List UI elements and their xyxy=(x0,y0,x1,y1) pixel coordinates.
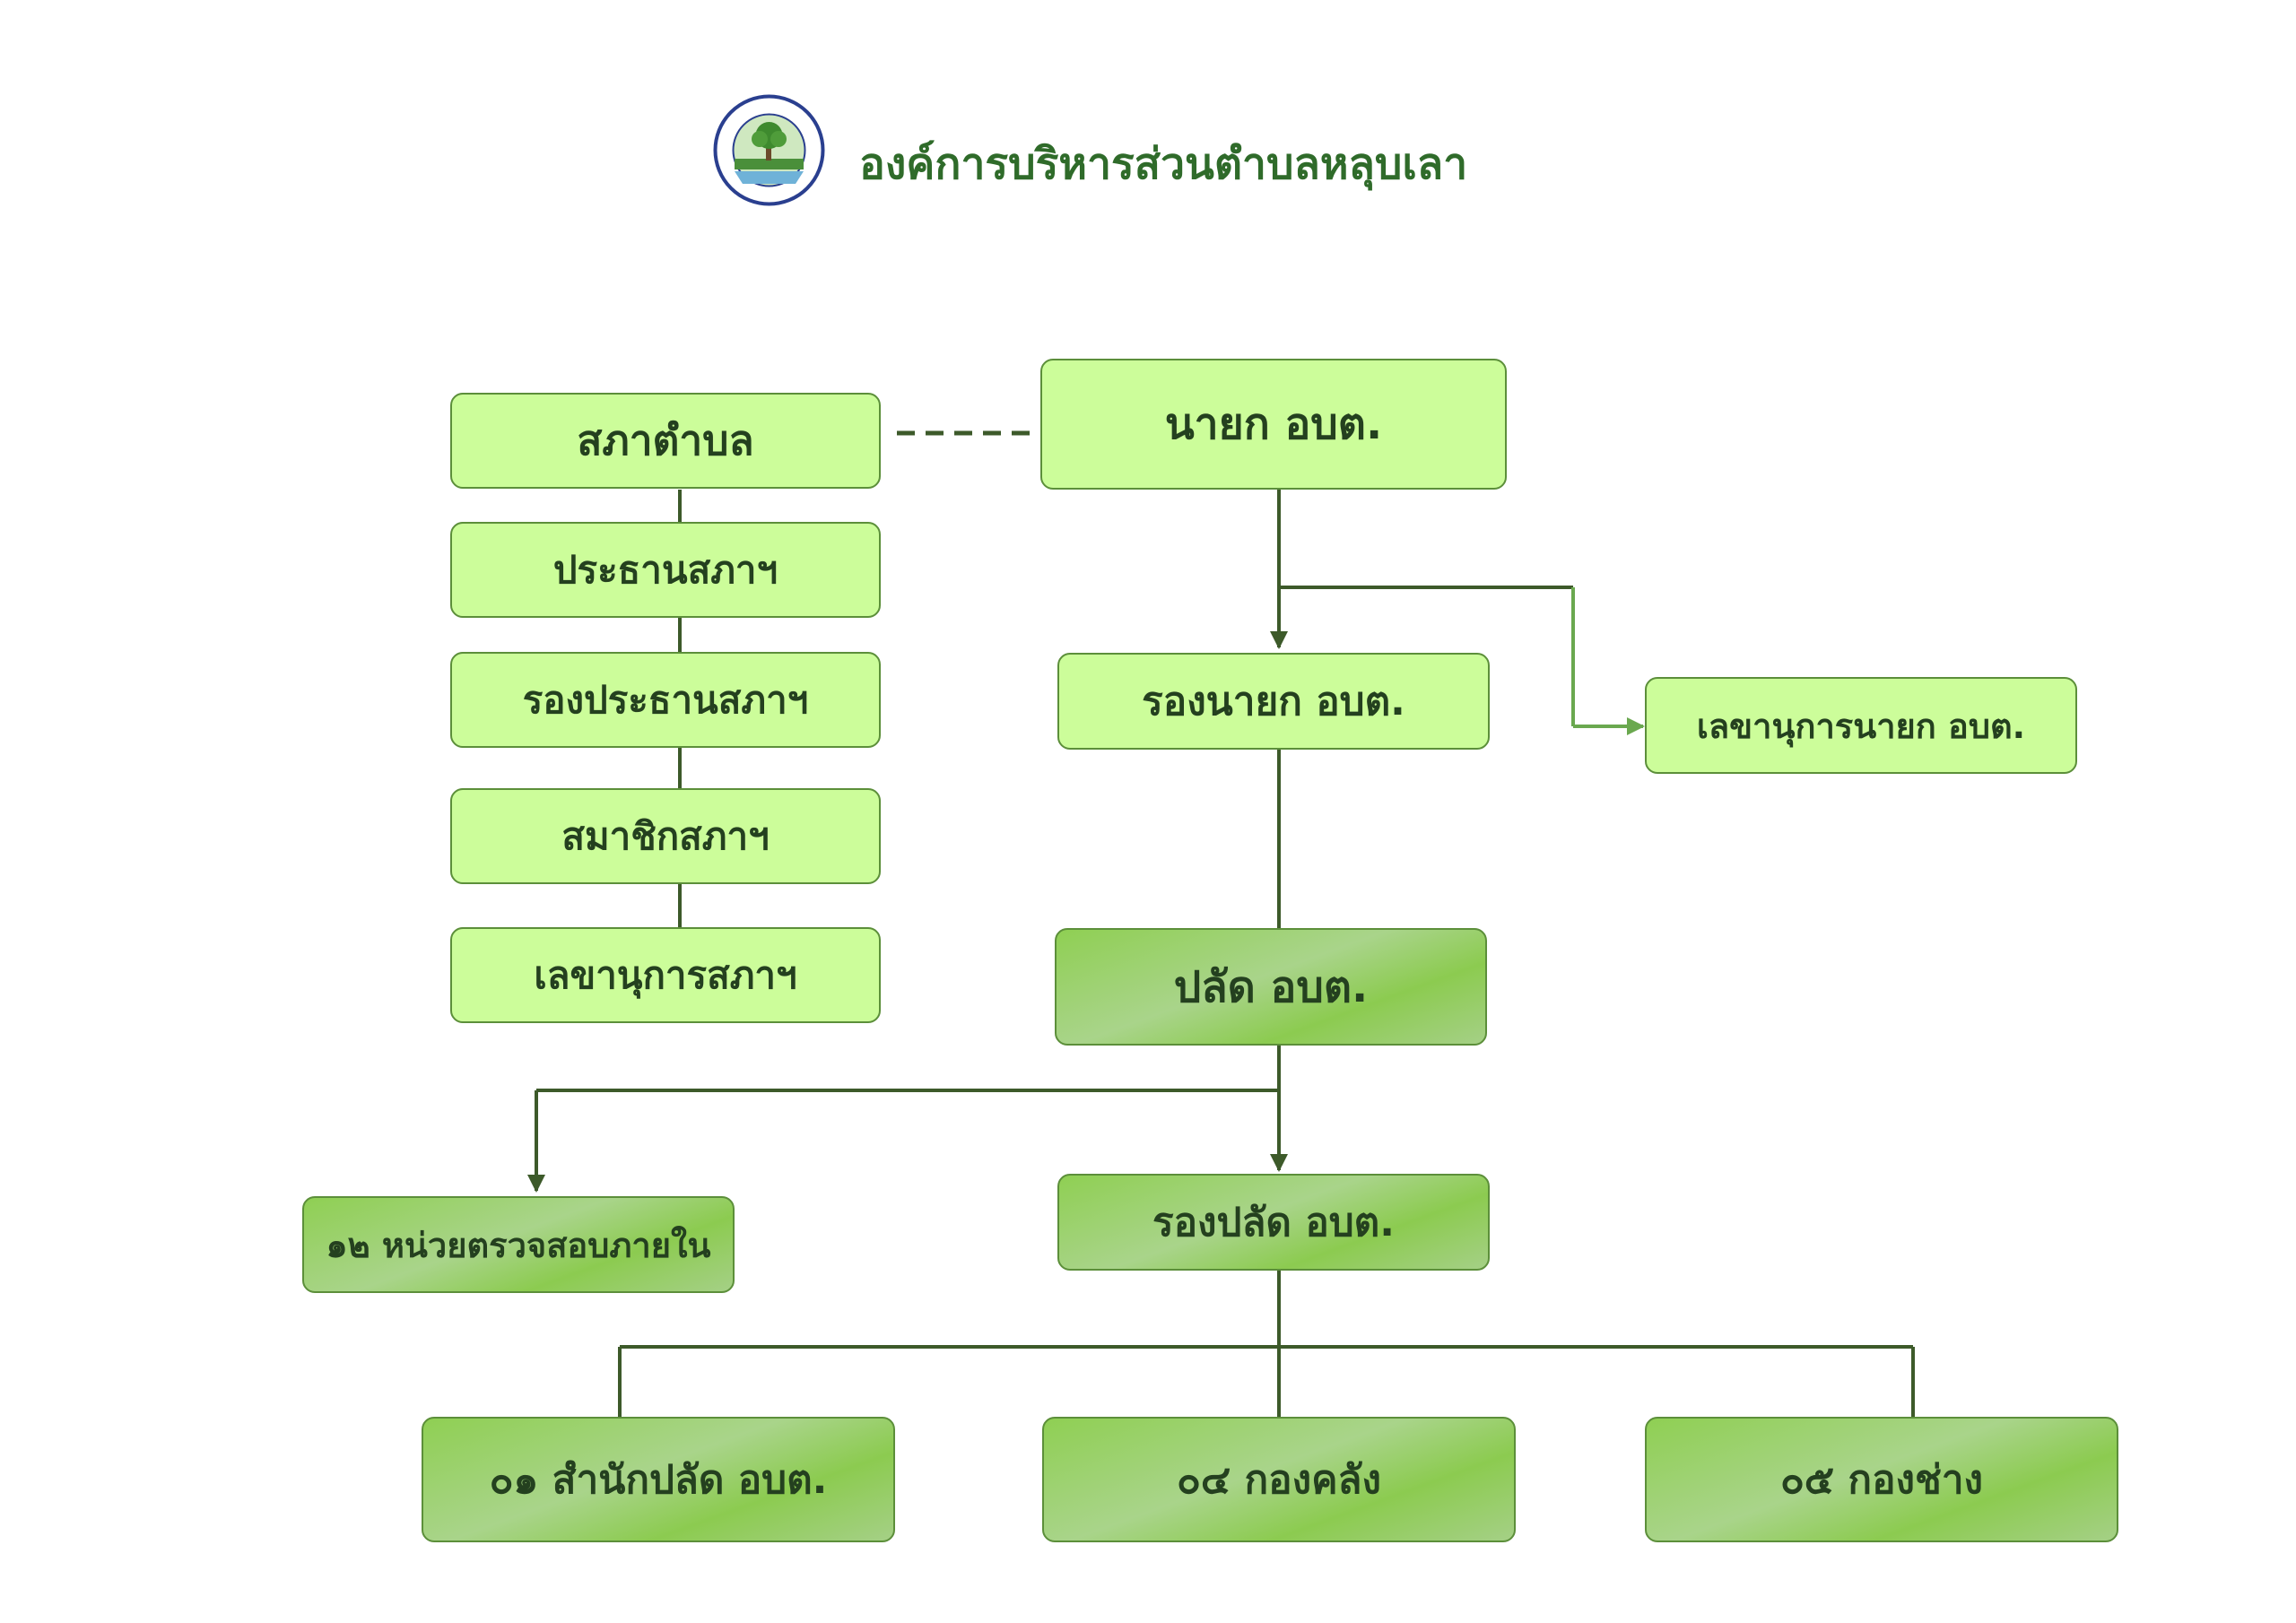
council-secretary-box: เลขานุการสภาฯ xyxy=(450,927,881,1023)
council-members-box: สมาชิกสภาฯ xyxy=(450,788,881,884)
mayor-box: นายก อบต. xyxy=(1040,359,1507,490)
council-vice-chair-box: รองประธานสภาฯ xyxy=(450,652,881,748)
division-box: ๐๔ กองคลัง xyxy=(1042,1417,1516,1542)
mayor-secretary-box: เลขานุการนายก อบต. xyxy=(1645,677,2077,774)
deputy-mayor-box: รองนายก อบต. xyxy=(1057,653,1490,750)
deputy-permanent-secretary-box: รองปลัด อบต. xyxy=(1057,1174,1490,1271)
permanent-secretary-box: ปลัด อบต. xyxy=(1055,928,1487,1046)
internal-audit-box: ๑๒ หน่วยตรวจสอบภายใน xyxy=(302,1196,735,1293)
organization-title: องค์การบริหารส่วนตำบลหลุบเลา xyxy=(859,139,1468,189)
division-box: ๐๑ สำนักปลัด อบต. xyxy=(422,1417,895,1542)
organization-logo xyxy=(713,94,825,206)
council-chair-box: ประธานสภาฯ xyxy=(450,522,881,618)
division-box: ๐๕ กองช่าง xyxy=(1645,1417,2118,1542)
council-box: สภาตำบล xyxy=(450,393,881,489)
